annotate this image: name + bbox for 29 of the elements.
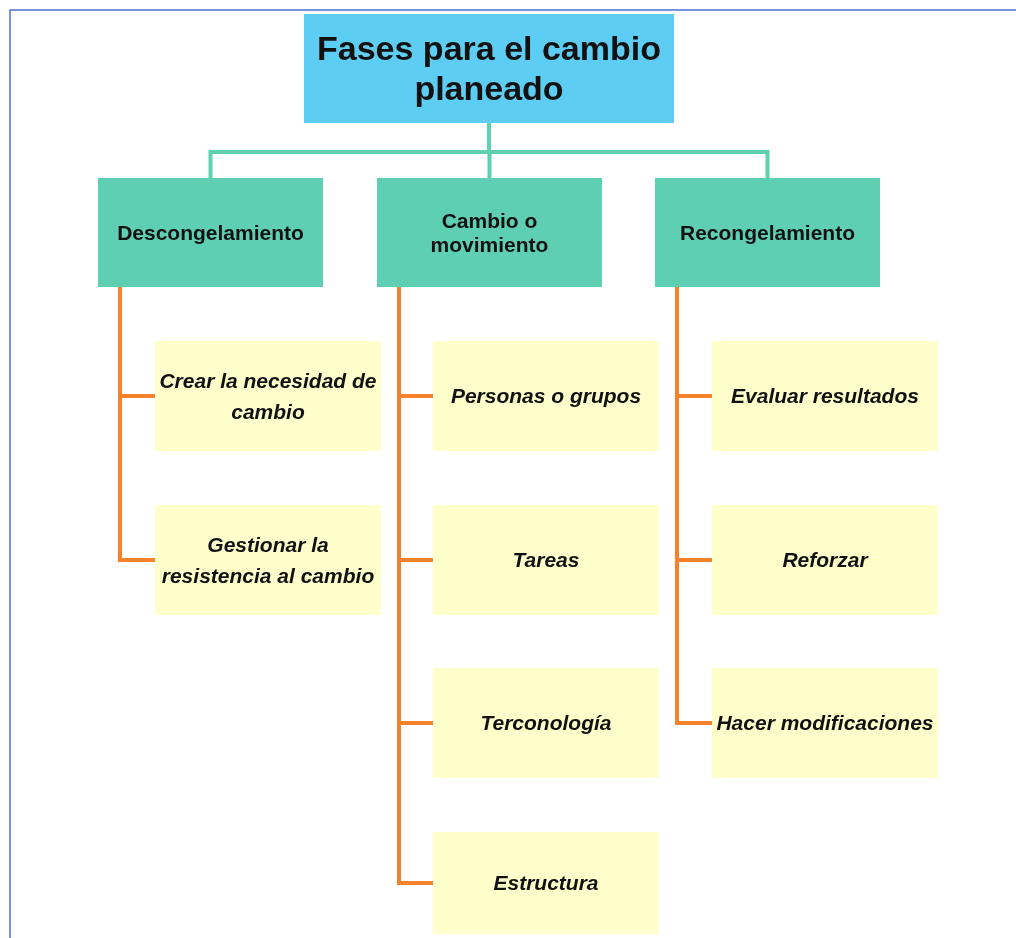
node-text: Hacer modificaciones <box>716 710 934 737</box>
step-box <box>433 505 659 615</box>
connector-line <box>118 287 155 562</box>
node-text: Recongelamiento <box>679 220 855 245</box>
step-box <box>155 505 381 615</box>
step-box <box>712 668 938 778</box>
phase-box <box>377 178 602 287</box>
node-text: Estructura <box>493 870 599 897</box>
connector-line <box>487 123 770 178</box>
step-box <box>433 341 659 451</box>
step-box <box>712 341 938 451</box>
node-text: Gestionar la resistencia al cambio <box>160 531 376 589</box>
phase-box <box>655 178 880 287</box>
node-text: Reforzar <box>782 547 868 574</box>
step-box <box>433 832 659 934</box>
node-text: Personas o grupos <box>450 383 642 410</box>
node-text: Evaluar resultados <box>731 383 919 410</box>
node-text: Descongelamiento <box>117 220 304 245</box>
node-text: Tareas <box>512 547 580 574</box>
step-box <box>712 505 938 615</box>
step-box <box>433 668 659 778</box>
node-text: Crear la necesidad de cambio <box>159 367 377 425</box>
step-box <box>155 341 381 451</box>
title-box <box>304 14 674 123</box>
phase-box <box>98 178 323 287</box>
node-text: Fases para el cambio planeado <box>316 29 662 108</box>
node-text: Cambio o movimiento <box>429 208 550 257</box>
connector-line <box>675 287 712 725</box>
node-text: Terconología <box>480 710 612 737</box>
